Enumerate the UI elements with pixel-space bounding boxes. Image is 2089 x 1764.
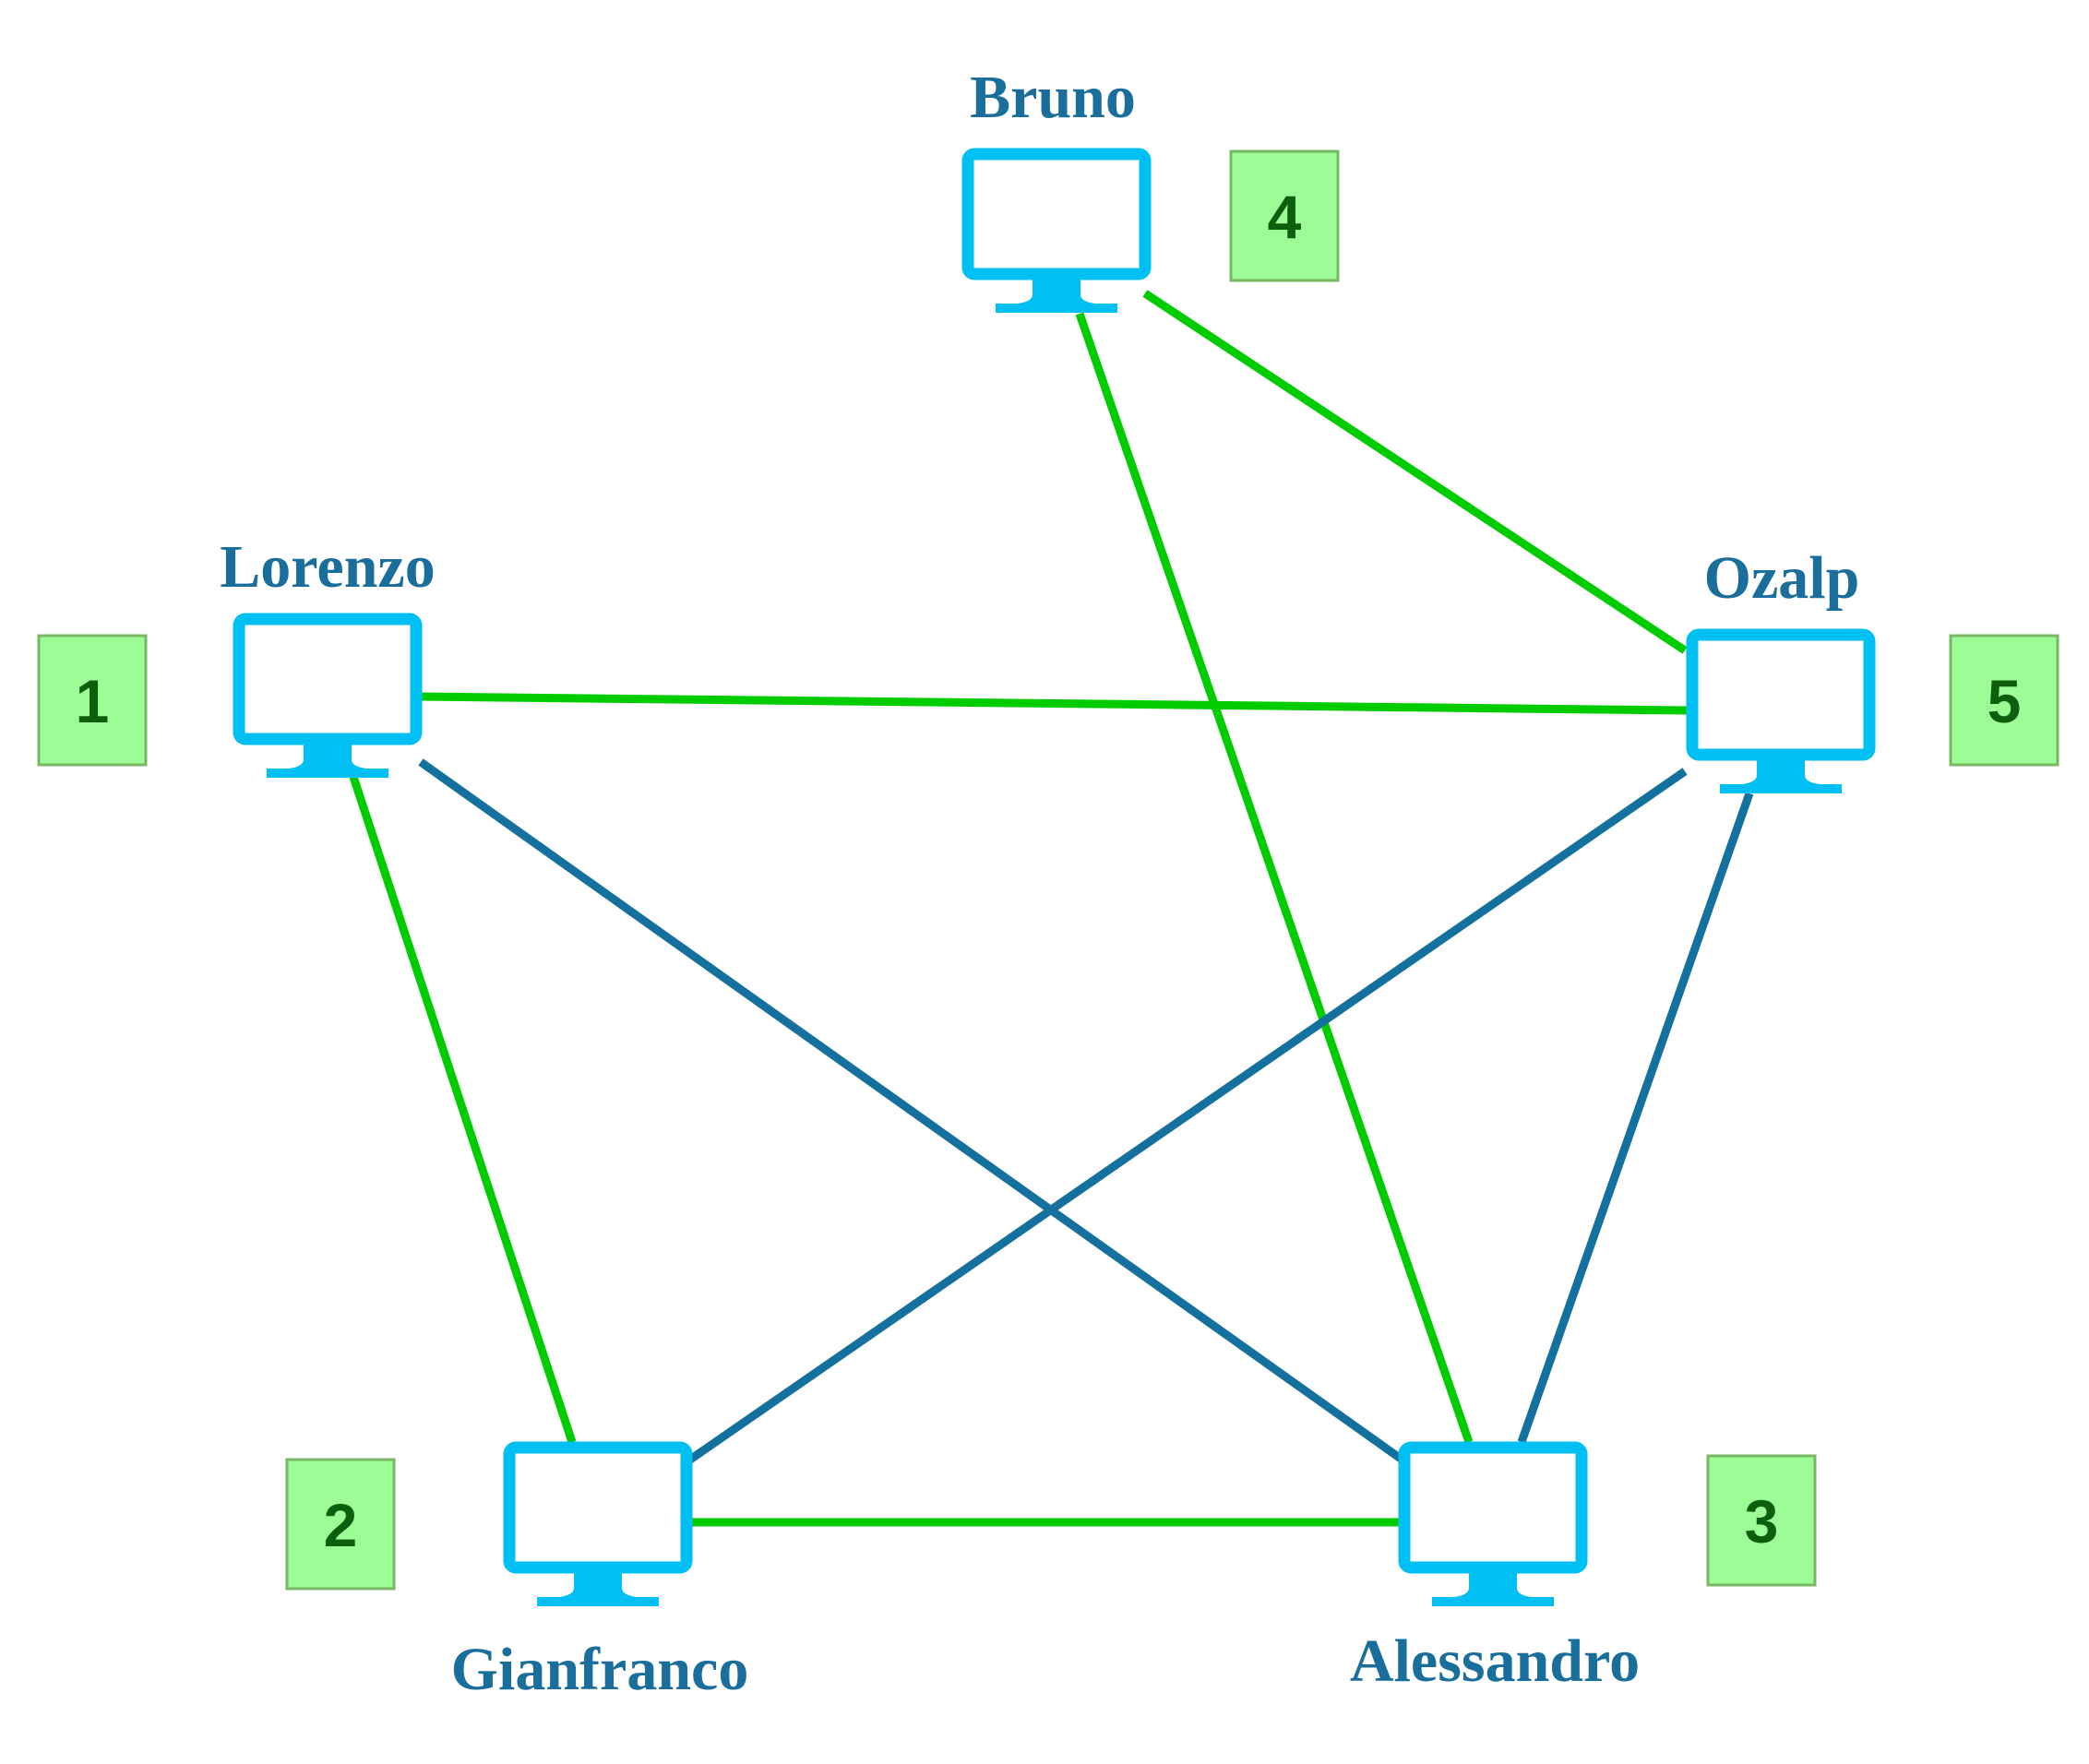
computer-monitor-icon (1686, 628, 1876, 793)
node-label-gianfranco: Gianfranco (451, 1636, 749, 1703)
number-badges: 4 1 5 2 3 (37, 149, 2059, 1591)
link-lorenzo-ozalp (419, 692, 1688, 715)
computer-monitor-icon (233, 613, 423, 778)
monitor-neck (1454, 1573, 1532, 1597)
monitor-neck (1018, 280, 1095, 304)
badge-box (37, 634, 148, 767)
computer-monitor-icon (503, 1441, 693, 1606)
monitor-screen (503, 1441, 693, 1574)
monitor-base (267, 769, 388, 778)
monitor-screen (1398, 1441, 1588, 1574)
badge-box (285, 1458, 396, 1591)
badge-bruno: 4 (1229, 149, 1340, 282)
link-lorenzo-alessandro (418, 758, 1403, 1462)
node-bruno: Bruno (961, 64, 1152, 313)
badge-number: 1 (76, 667, 110, 735)
node-alessandro: Alessandro (1350, 1441, 1640, 1695)
badge-ozalp: 5 (1949, 634, 2059, 767)
node-lorenzo: Lorenzo (220, 533, 436, 778)
badge-gianfranco: 2 (285, 1458, 396, 1591)
monitor-base (537, 1597, 659, 1606)
link-bruno-alessandro (1075, 312, 1474, 1444)
link-ozalp-gianfranco (687, 768, 1688, 1463)
monitor-screen (233, 613, 423, 745)
badge-number: 4 (1268, 183, 1302, 251)
monitor-base (1432, 1597, 1554, 1606)
badge-alessandro: 3 (1706, 1454, 1817, 1587)
badge-number: 3 (1745, 1487, 1779, 1555)
monitor-neck (289, 745, 366, 769)
node-label-ozalp: Ozalp (1704, 544, 1860, 612)
monitor-base (1720, 784, 1842, 793)
badge-number: 2 (324, 1491, 358, 1559)
node-label-bruno: Bruno (970, 64, 1136, 131)
node-gianfranco: Gianfranco (451, 1441, 749, 1703)
badge-number: 5 (1988, 667, 2022, 735)
link-lorenzo-gianfranco (349, 775, 577, 1444)
monitor-base (996, 304, 1117, 313)
network-links (349, 290, 1754, 1527)
monitor-neck (1742, 760, 1820, 784)
computer-monitor-icon (961, 148, 1152, 313)
node-ozalp: Ozalp (1686, 544, 1876, 793)
badge-box (1229, 149, 1340, 282)
badge-lorenzo: 1 (37, 634, 148, 767)
badge-box (1706, 1454, 1817, 1587)
link-ozalp-alessandro (1517, 792, 1754, 1444)
monitor-neck (559, 1573, 637, 1597)
link-bruno-ozalp (1142, 290, 1688, 654)
node-label-lorenzo: Lorenzo (220, 533, 435, 601)
computer-monitor-icon (1398, 1441, 1588, 1606)
node-label-alessandro: Alessandro (1350, 1627, 1640, 1695)
badge-box (1949, 634, 2059, 767)
monitor-screen (1686, 628, 1876, 761)
monitor-screen (961, 148, 1152, 280)
